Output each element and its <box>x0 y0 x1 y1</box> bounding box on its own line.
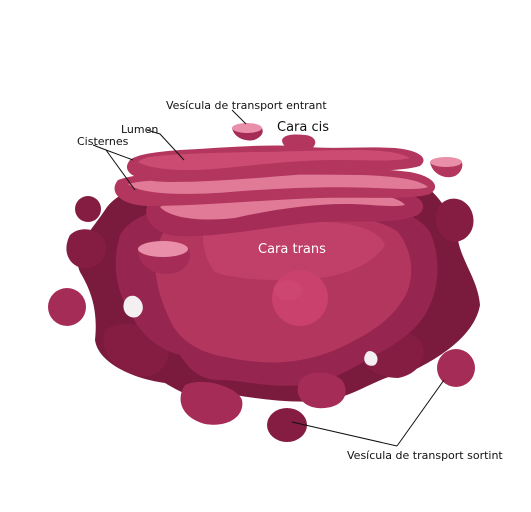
sphere-right <box>437 349 475 387</box>
sphere-left-top <box>75 196 101 222</box>
golgi-right-blob <box>435 198 474 242</box>
cup-vesicle-right-top <box>430 157 462 167</box>
label-cis-face: Cara cis <box>277 120 329 135</box>
golgi-hole-right <box>364 351 378 366</box>
outgoing-vesicle-sphere <box>267 408 307 442</box>
leader-outgoing-1 <box>396 379 445 447</box>
label-incoming-vesicle: Vesícula de transport entrant <box>166 99 327 112</box>
label-lumen: Lumen <box>121 123 158 136</box>
leader-lumen <box>146 129 185 161</box>
leader-outgoing-2 <box>291 421 398 447</box>
cis-cup <box>282 134 316 150</box>
sphere-left <box>48 288 86 326</box>
cisterna-cis-top <box>138 150 410 170</box>
incoming-vesicle-top <box>232 123 262 133</box>
label-cisternae: Cisternes <box>77 135 129 148</box>
golgi-front-sphere-shade <box>274 280 302 300</box>
label-trans-face: Cara trans <box>258 242 326 257</box>
golgi-hanging-lobe <box>180 381 243 425</box>
cup-vesicle-left-top <box>138 241 188 257</box>
golgi-left-blob <box>66 229 107 269</box>
golgi-hole-left <box>123 295 143 318</box>
leader-incoming-vesicle <box>231 109 247 125</box>
golgi-hanging-lobe-2 <box>297 372 346 409</box>
leader-cisternae-2 <box>105 149 136 191</box>
label-outgoing-vesicle: Vesícula de transport sortint <box>347 449 503 462</box>
golgi-front-highlight <box>203 219 385 280</box>
